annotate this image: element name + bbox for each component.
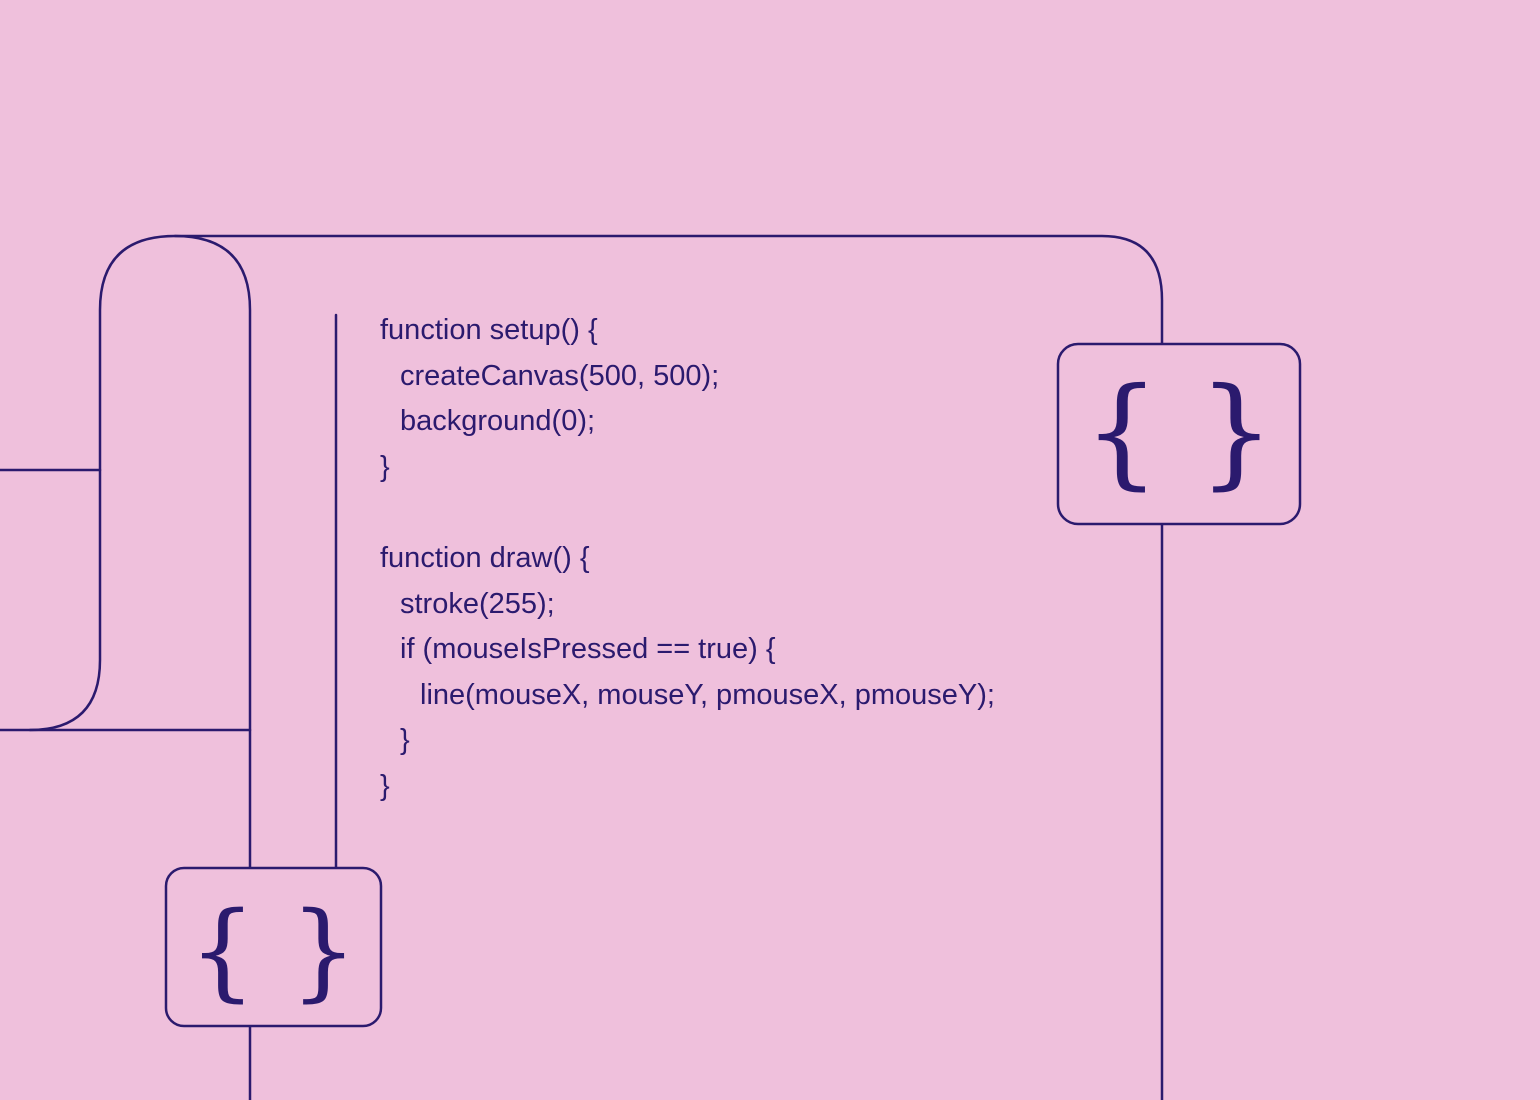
code-snippet: function setup() { createCanvas(500, 500)… — [380, 308, 995, 810]
curly-braces-icon: { } — [189, 889, 358, 1012]
curly-braces-icon: { } — [1084, 363, 1275, 502]
scroll-roll — [0, 234, 252, 1100]
scroll-outline — [173, 234, 1164, 1100]
code-line — [380, 490, 995, 536]
code-line: } — [380, 769, 390, 802]
code-line: createCanvas(500, 500); — [400, 359, 720, 392]
code-line: function draw() { — [380, 541, 590, 574]
code-line: stroke(255); — [400, 587, 555, 620]
code-line: if (mouseIsPressed == true) { — [400, 633, 776, 666]
code-line: background(0); — [400, 405, 596, 438]
code-line: function setup() { — [380, 314, 598, 346]
code-line: } — [380, 450, 390, 483]
badge-top-right — [1056, 342, 1302, 526]
code-line: } — [400, 724, 410, 757]
badge-bottom-left — [164, 866, 383, 1028]
code-line: line(mouseX, mouseY, pmouseX, pmouseY); — [420, 678, 995, 711]
